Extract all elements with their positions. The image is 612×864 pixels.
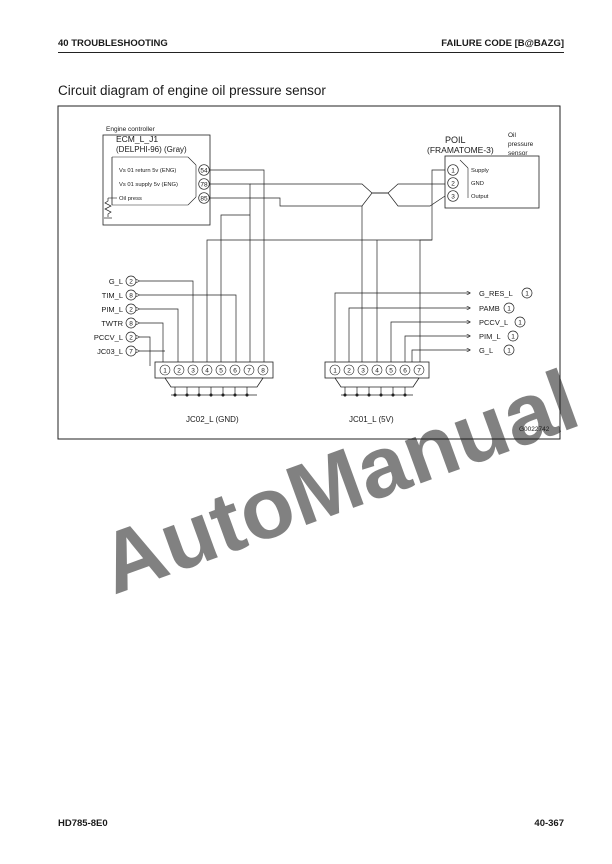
ecm-pin2-num: 78: [200, 182, 208, 189]
header-rule: [58, 52, 564, 53]
jc01-pin1: 1: [333, 368, 337, 375]
right-signal-wires: [334, 293, 470, 366]
right-signal-5-num: 1: [507, 348, 511, 355]
footer-page-number: 40-367: [534, 818, 564, 829]
ecm-pin1-num: 54: [200, 168, 208, 175]
right-signal-3-num: 1: [518, 320, 522, 327]
jc01-pin6: 6: [403, 368, 407, 375]
footer-model: HD785-8E0: [58, 818, 108, 829]
jc02-label: JC02_L (GND): [186, 415, 239, 424]
jc01-pin7: 7: [417, 368, 421, 375]
poil-pin2-num: 2: [451, 181, 455, 188]
figure-id: G0022742: [519, 426, 550, 433]
jc02-pin7: 7: [247, 368, 251, 375]
jc01-pin2: 2: [347, 368, 351, 375]
right-signal-4-label: PIM_L: [479, 332, 501, 341]
left-signal-5-label: PCCV_L: [94, 333, 123, 342]
jc02-pin6: 6: [233, 368, 237, 375]
poil-sensor: POIL (FRAMATOME-3) Oil pressure sensor 1…: [427, 132, 540, 209]
left-signal-3-label: PIM_L: [101, 305, 123, 314]
left-signal-4-label: TWTR: [101, 319, 123, 328]
header-section-title: 40 TROUBLESHOOTING: [58, 38, 168, 49]
right-signal-1-num: 1: [525, 291, 529, 298]
jc01-connector: 1 2 3 4 5 6 7 JC01_L (5V): [324, 361, 430, 424]
page-title: Circuit diagram of engine oil pressure s…: [58, 83, 326, 98]
right-signal-2-num: 1: [507, 306, 511, 313]
left-signal-2-label: TIM_L: [102, 291, 123, 300]
left-signal-4-num: 8: [129, 321, 133, 328]
ecm-pin3-label: Oil press: [119, 196, 142, 202]
jc01-pin5: 5: [389, 368, 393, 375]
jc02-pin1: 1: [163, 368, 167, 375]
right-signal-5-label: G_L: [479, 346, 493, 355]
ecm-pin3-num: 85: [200, 196, 208, 203]
ecm-caption: Engine controller: [106, 126, 156, 133]
jc01-pin4: 4: [375, 368, 379, 375]
jc01-pin3: 3: [361, 368, 365, 375]
jc02-connector: 1 2 3 4 5 6 7 8 JC02_L (GND): [154, 361, 274, 424]
left-signal-2-num: 8: [129, 293, 133, 300]
poil-pin1-label: Supply: [471, 168, 489, 174]
right-signal-1-label: G_RES_L: [479, 289, 513, 298]
left-signal-3-num: 2: [129, 307, 133, 314]
left-signal-6-label: JC03_L: [97, 347, 123, 356]
jc02-pin3: 3: [191, 368, 195, 375]
jc02-pin2: 2: [177, 368, 181, 375]
right-signal-3-label: PCCV_L: [479, 318, 508, 327]
jc02-pin5: 5: [219, 368, 223, 375]
ecm-model: (DELPHI-96) (Gray): [116, 145, 187, 154]
left-signal-labels: G_L 2 TIM_L 8 PIM_L 2 TWTR 8 PCCV_L 2 JC…: [94, 275, 137, 357]
left-signal-wires: [139, 281, 237, 366]
jc01-label: JC01_L (5V): [349, 415, 394, 424]
right-signal-2-label: PAMB: [479, 304, 500, 313]
right-signal-labels: G_RES_L 1 PAMB 1 PCCV_L 1 PIM_L 1 G_L 1: [479, 287, 533, 356]
left-signal-6-num: 7: [129, 349, 133, 356]
ecm-pin2-label: Vs 01 supply 5v (ENG): [119, 182, 178, 188]
wires: [206, 169, 446, 366]
ecm-name: ECM_L_J1: [116, 134, 158, 144]
left-signal-1-label: G_L: [109, 277, 123, 286]
ecm-connector: Engine controller ECM_L_J1 (DELPHI-96) (…: [102, 126, 211, 226]
poil-pin3-num: 3: [451, 194, 455, 201]
poil-name: POIL: [445, 135, 466, 145]
poil-caption-1: Oil: [508, 132, 517, 139]
header-failure-code: FAILURE CODE [B@BAZG]: [441, 38, 564, 49]
left-signal-5-num: 2: [129, 335, 133, 342]
poil-caption-3: sensor: [508, 150, 528, 157]
poil-model: (FRAMATOME-3): [427, 145, 494, 155]
watermark-text: AutoManual: [87, 352, 590, 613]
right-signal-4-num: 1: [511, 334, 515, 341]
jc02-pin4: 4: [205, 368, 209, 375]
jc02-pin8: 8: [261, 368, 265, 375]
poil-pin1-num: 1: [451, 168, 455, 175]
poil-caption-2: pressure: [508, 141, 534, 148]
left-signal-1-num: 2: [129, 279, 133, 286]
diagram-frame: [57, 105, 561, 440]
poil-pin3-label: Output: [471, 194, 489, 200]
resistor-icon: [104, 198, 112, 217]
poil-pin2-label: GND: [471, 181, 484, 187]
ecm-pin1-label: Vs 01 return 5v (ENG): [119, 168, 176, 174]
